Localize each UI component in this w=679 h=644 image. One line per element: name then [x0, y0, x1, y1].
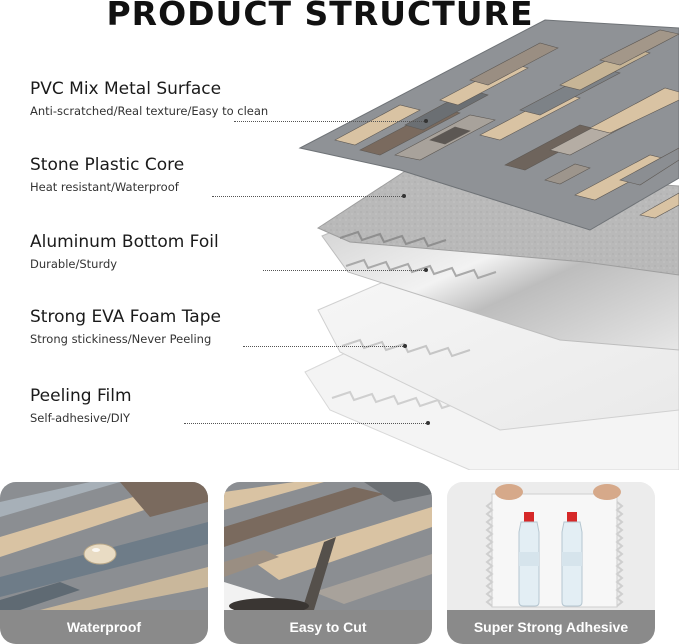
leader-line	[212, 196, 404, 197]
bottle-icon	[518, 512, 540, 607]
layer-desc: Self-adhesive/DIY	[30, 411, 131, 425]
leader-line	[234, 121, 426, 122]
feature-caption: Easy to Cut	[224, 610, 432, 644]
layer-name: Stone Plastic Core	[30, 155, 185, 175]
leader-dot	[426, 421, 430, 425]
aluminum-foil-tabs	[345, 258, 497, 280]
feature-caption: Waterproof	[0, 610, 208, 644]
left-hand-icon	[495, 484, 523, 500]
pvc-surface-layer	[298, 19, 679, 231]
layer-label-pvc-surface: PVC Mix Metal Surface Anti-scratched/Rea…	[30, 79, 268, 118]
right-hand-icon	[593, 484, 621, 500]
leader-line	[184, 423, 428, 424]
leader-line	[263, 270, 426, 271]
layer-desc: Heat resistant/Waterproof	[30, 180, 179, 194]
layer-name: Strong EVA Foam Tape	[30, 307, 221, 327]
waterproof-photo	[0, 482, 208, 610]
layer-stack-illustration	[298, 19, 679, 470]
layer-desc: Durable/Sturdy	[30, 257, 118, 271]
layer-desc: Anti-scratched/Real texture/Easy to clea…	[30, 104, 269, 118]
hand-icon	[229, 598, 309, 610]
leader-dot	[402, 194, 406, 198]
layer-desc: Strong stickiness/Never Peeling	[30, 332, 212, 346]
feature-card-strong-adhesive: Super Strong Adhesive	[447, 482, 655, 644]
feature-caption: Super Strong Adhesive	[447, 610, 655, 644]
leader-dot	[424, 119, 428, 123]
layer-label-eva-foam: Strong EVA Foam Tape Strong stickiness/N…	[30, 307, 221, 346]
stone-core-tabs	[339, 230, 447, 248]
leader-line	[243, 346, 405, 347]
layer-label-aluminum-foil: Aluminum Bottom Foil Durable/Sturdy	[30, 232, 219, 271]
knife-icon	[302, 537, 336, 610]
wood-planks	[334, 29, 679, 219]
leader-dot	[403, 344, 407, 348]
leader-dot	[424, 268, 428, 272]
bottle-icon	[561, 512, 583, 607]
peeling-film-tabs	[331, 390, 465, 411]
page-title: PRODUCT STRUCTURE	[106, 0, 534, 33]
strong-adhesive-photo	[447, 482, 655, 610]
layer-name: PVC Mix Metal Surface	[30, 79, 222, 99]
easy-to-cut-photo	[224, 482, 432, 610]
water-droplet-icon	[83, 543, 117, 565]
layer-label-peeling-film: Peeling Film Self-adhesive/DIY	[30, 386, 132, 425]
feature-card-easy-to-cut: Easy to Cut	[224, 482, 432, 644]
layer-name: Peeling Film	[30, 386, 132, 406]
feature-card-waterproof: Waterproof	[0, 482, 208, 644]
layer-label-stone-core: Stone Plastic Core Heat resistant/Waterp…	[30, 155, 184, 194]
layer-name: Aluminum Bottom Foil	[30, 232, 219, 252]
